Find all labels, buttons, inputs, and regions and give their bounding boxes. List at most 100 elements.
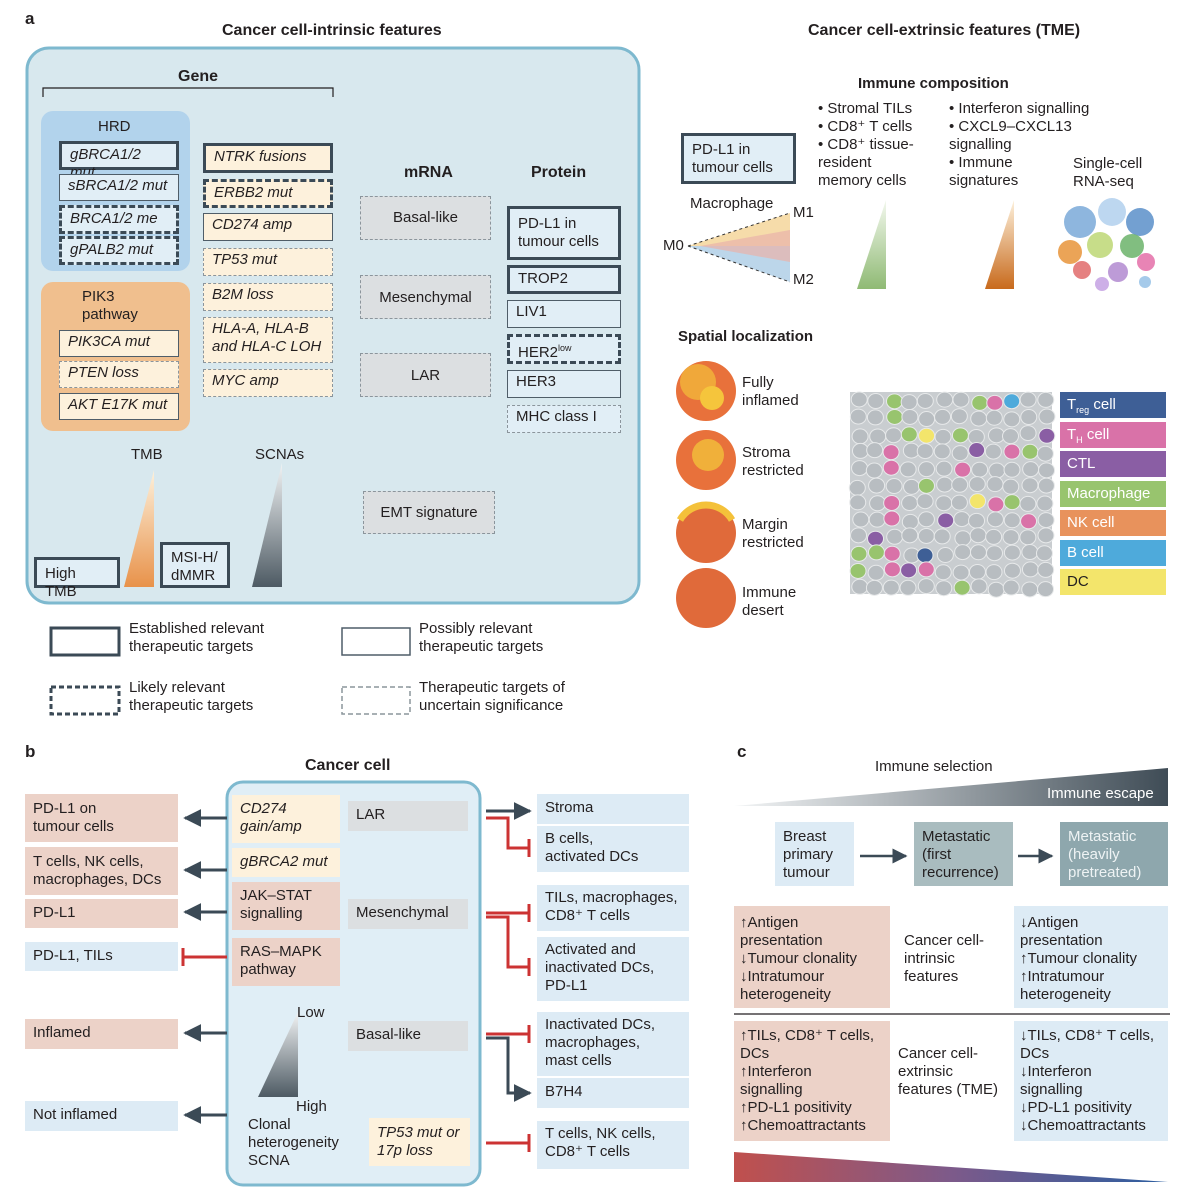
b-right-inactivated: Inactivated DCs, macrophages, mast cells [537, 1012, 689, 1076]
cell-legend-rest: cell [1082, 425, 1110, 443]
legend-possibly-text: Possibly relevant therapeutic targets [419, 620, 544, 655]
ntrk-box: NTRK fusions [203, 143, 333, 173]
spatial-title: Spatial localization [678, 328, 814, 345]
panel-b-letter: b [25, 742, 36, 761]
margin-restricted-icon [676, 501, 736, 563]
interferon-triangle [985, 200, 1014, 289]
legend-likely-text: Likely relevant therapeutic targets [129, 679, 254, 714]
lar-box: LAR [360, 353, 491, 397]
legend-established-text: Established relevant therapeutic targets [129, 620, 265, 655]
pdl1-protein-box: PD-L1 in tumour cells [507, 206, 621, 260]
b-right-inhibits [486, 816, 531, 1152]
b-ras-box: RAS–MAPK pathway [232, 938, 340, 986]
gene-bracket [42, 87, 334, 97]
cell-legend-item: CTL [1060, 451, 1166, 477]
b-left-inhibit [181, 948, 227, 966]
legend-uncertain-text: Therapeutic targets of uncertain signifi… [419, 679, 565, 714]
m1-label: M1 [793, 204, 814, 221]
immune-list-2: • Interferon signalling • CXCL9–CXCL13 s… [949, 100, 1090, 189]
stage-pretreated: Metastatic (heavily pretreated) [1060, 822, 1168, 886]
legend-possibly-swatch [341, 627, 411, 656]
her3-box: HER3 [507, 370, 621, 398]
tmb-triangle [124, 470, 154, 587]
cell-legend-item: NK cell [1060, 510, 1166, 536]
b-left-pdl1: PD-L1 [25, 899, 178, 928]
myc-box: MYC amp [203, 369, 333, 397]
gene-label: Gene [178, 68, 219, 85]
b-jak-box: JAK–STAT signalling [232, 882, 340, 930]
cell-legend-label: B cell [1067, 543, 1104, 561]
cell-legend-sub: H [1076, 434, 1083, 445]
akt-box: AKT E17K mut [59, 393, 179, 420]
b-right-tils: TILs, macrophages, CD8⁺ T cells [537, 885, 689, 931]
b-high-label: High [296, 1098, 327, 1115]
b-gbrca2-box: gBRCA2 mut [232, 848, 340, 877]
brca-me-box: BRCA1/2 me [59, 205, 179, 234]
basal-box: Basal-like [360, 196, 491, 240]
immune-list-1: • Stromal TILs • CD8⁺ T cells • CD8⁺ tis… [818, 100, 914, 189]
panel-a-letter: a [25, 9, 35, 28]
legend-uncertain-swatch [341, 686, 411, 715]
cell-legend-item: DC [1060, 569, 1166, 595]
cell-legend-label: T [1067, 425, 1077, 443]
m2-label: M2 [793, 271, 814, 288]
gpalb2-box: gPALB2 mut [59, 236, 179, 265]
c-extrinsic-mid: Cancer cell- extrinsic features (TME) [898, 1045, 999, 1098]
b-low-label: Low [297, 1004, 325, 1021]
b-right-stroma: Stroma [537, 794, 689, 824]
stroma-restricted-icon [676, 430, 736, 490]
cell-legend-item: Macrophage [1060, 480, 1166, 507]
scrna-label: Single-cell RNA-seq [1073, 155, 1143, 190]
protein-title: Protein [531, 164, 587, 181]
immune-comp-triangle [857, 200, 886, 289]
b-right-arrows [486, 802, 532, 1102]
b-mesenchymal-box: Mesenchymal [348, 899, 468, 929]
her2-sup: low [558, 343, 572, 353]
pdl1-tme-box: PD-L1 in tumour cells [681, 133, 796, 184]
b-right-tcells: T cells, NK cells, CD8⁺ T cells [537, 1121, 689, 1169]
b-basal-box: Basal-like [348, 1021, 468, 1051]
high-tmb-box: High TMB [34, 557, 120, 600]
liv1-box: LIV1 [507, 300, 621, 328]
b-left-inflamed: Inflamed [25, 1019, 178, 1049]
msi-box: MSI-H/ dMMR [160, 542, 230, 588]
intrinsic-title: Cancer cell-intrinsic features [222, 22, 442, 39]
scnas-label: SCNAs [255, 446, 305, 463]
c-intrinsic-mid: Cancer cell- intrinsic features [904, 932, 985, 985]
b-tp53-box: TP53 mut or 17p loss [369, 1118, 470, 1166]
escape-gradient [734, 768, 1168, 806]
scrna-plot [1058, 198, 1155, 291]
cell-legend-label: NK cell [1067, 514, 1115, 531]
tp53-box: TP53 mut [203, 248, 333, 276]
cell-legend-item: B cell [1060, 539, 1166, 566]
cell-legend-label: CTL [1067, 455, 1096, 472]
b-right-activated: Activated and inactivated DCs, PD-L1 [537, 937, 689, 1001]
cell-legend-label: Macrophage [1067, 484, 1151, 502]
c-extrinsic-left: ↑TILs, CD8⁺ T cells, DCs ↑Interferon sig… [734, 1021, 890, 1141]
c-intrinsic-right: ↓Antigen presentation ↑Tumour clonality … [1014, 906, 1168, 1008]
legend-established-swatch [49, 626, 121, 657]
spatial-stroma: Stroma restricted [742, 444, 804, 479]
her2-label: HER2 [518, 344, 559, 361]
fully-inflamed-icon [676, 361, 736, 421]
c-intrinsic-left: ↑Antigen presentation ↓Tumour clonality … [734, 906, 890, 1008]
immune-comp-title: Immune composition [858, 75, 1009, 92]
macrophage-label: Macrophage [690, 195, 774, 212]
pik3ca-box: PIK3CA mut [59, 330, 179, 357]
cancer-cell-title: Cancer cell [305, 757, 391, 774]
m0-label: M0 [663, 237, 684, 254]
hla-box: HLA-A, HLA-B and HLA-C LOH [203, 317, 333, 363]
trop2-box: TROP2 [507, 265, 621, 294]
spatial-margin: Margin restricted [742, 516, 804, 551]
macrophage-fan [687, 212, 791, 283]
emt-box: EMT signature [363, 491, 495, 534]
b-left-arrows [183, 809, 227, 1124]
cell-legend-item: TH cell [1060, 421, 1166, 448]
cell-legend-item: Treg cell [1060, 392, 1166, 418]
cell-legend-rest: cell [1089, 396, 1116, 413]
c-bottom-gradient [734, 1152, 1168, 1182]
gbrca-box: gBRCA1/2 mut [59, 141, 179, 181]
mrna-title: mRNA [404, 164, 453, 181]
b-right-b7h4: B7H4 [537, 1078, 689, 1108]
